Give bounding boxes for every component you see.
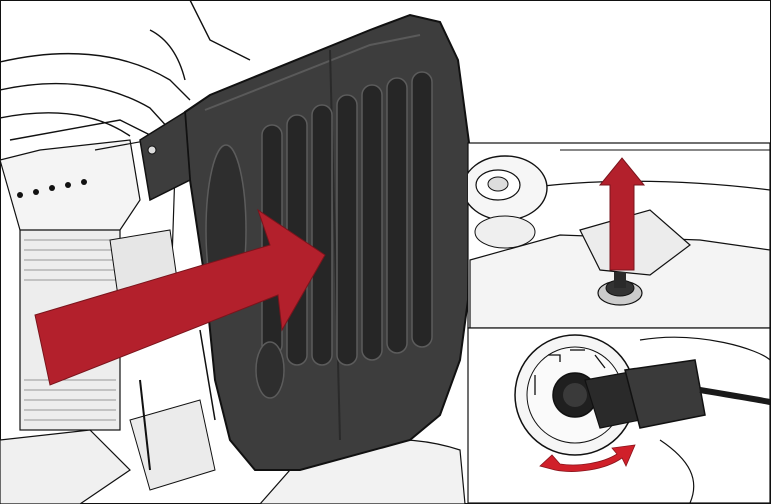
reservoir-cap [468, 155, 548, 249]
rotate-arrow-icon [539, 444, 636, 472]
grille [139, 13, 472, 471]
connector-plug [584, 359, 770, 429]
inset-rotate [467, 327, 771, 504]
arrow-right-icon [34, 208, 326, 386]
inset-pull-up [467, 142, 771, 329]
push-pin-fastener [597, 272, 643, 306]
arrow-up-icon [598, 157, 646, 271]
main-scene [0, 0, 472, 504]
grille-slots [261, 71, 433, 366]
hood-outline [0, 0, 251, 141]
